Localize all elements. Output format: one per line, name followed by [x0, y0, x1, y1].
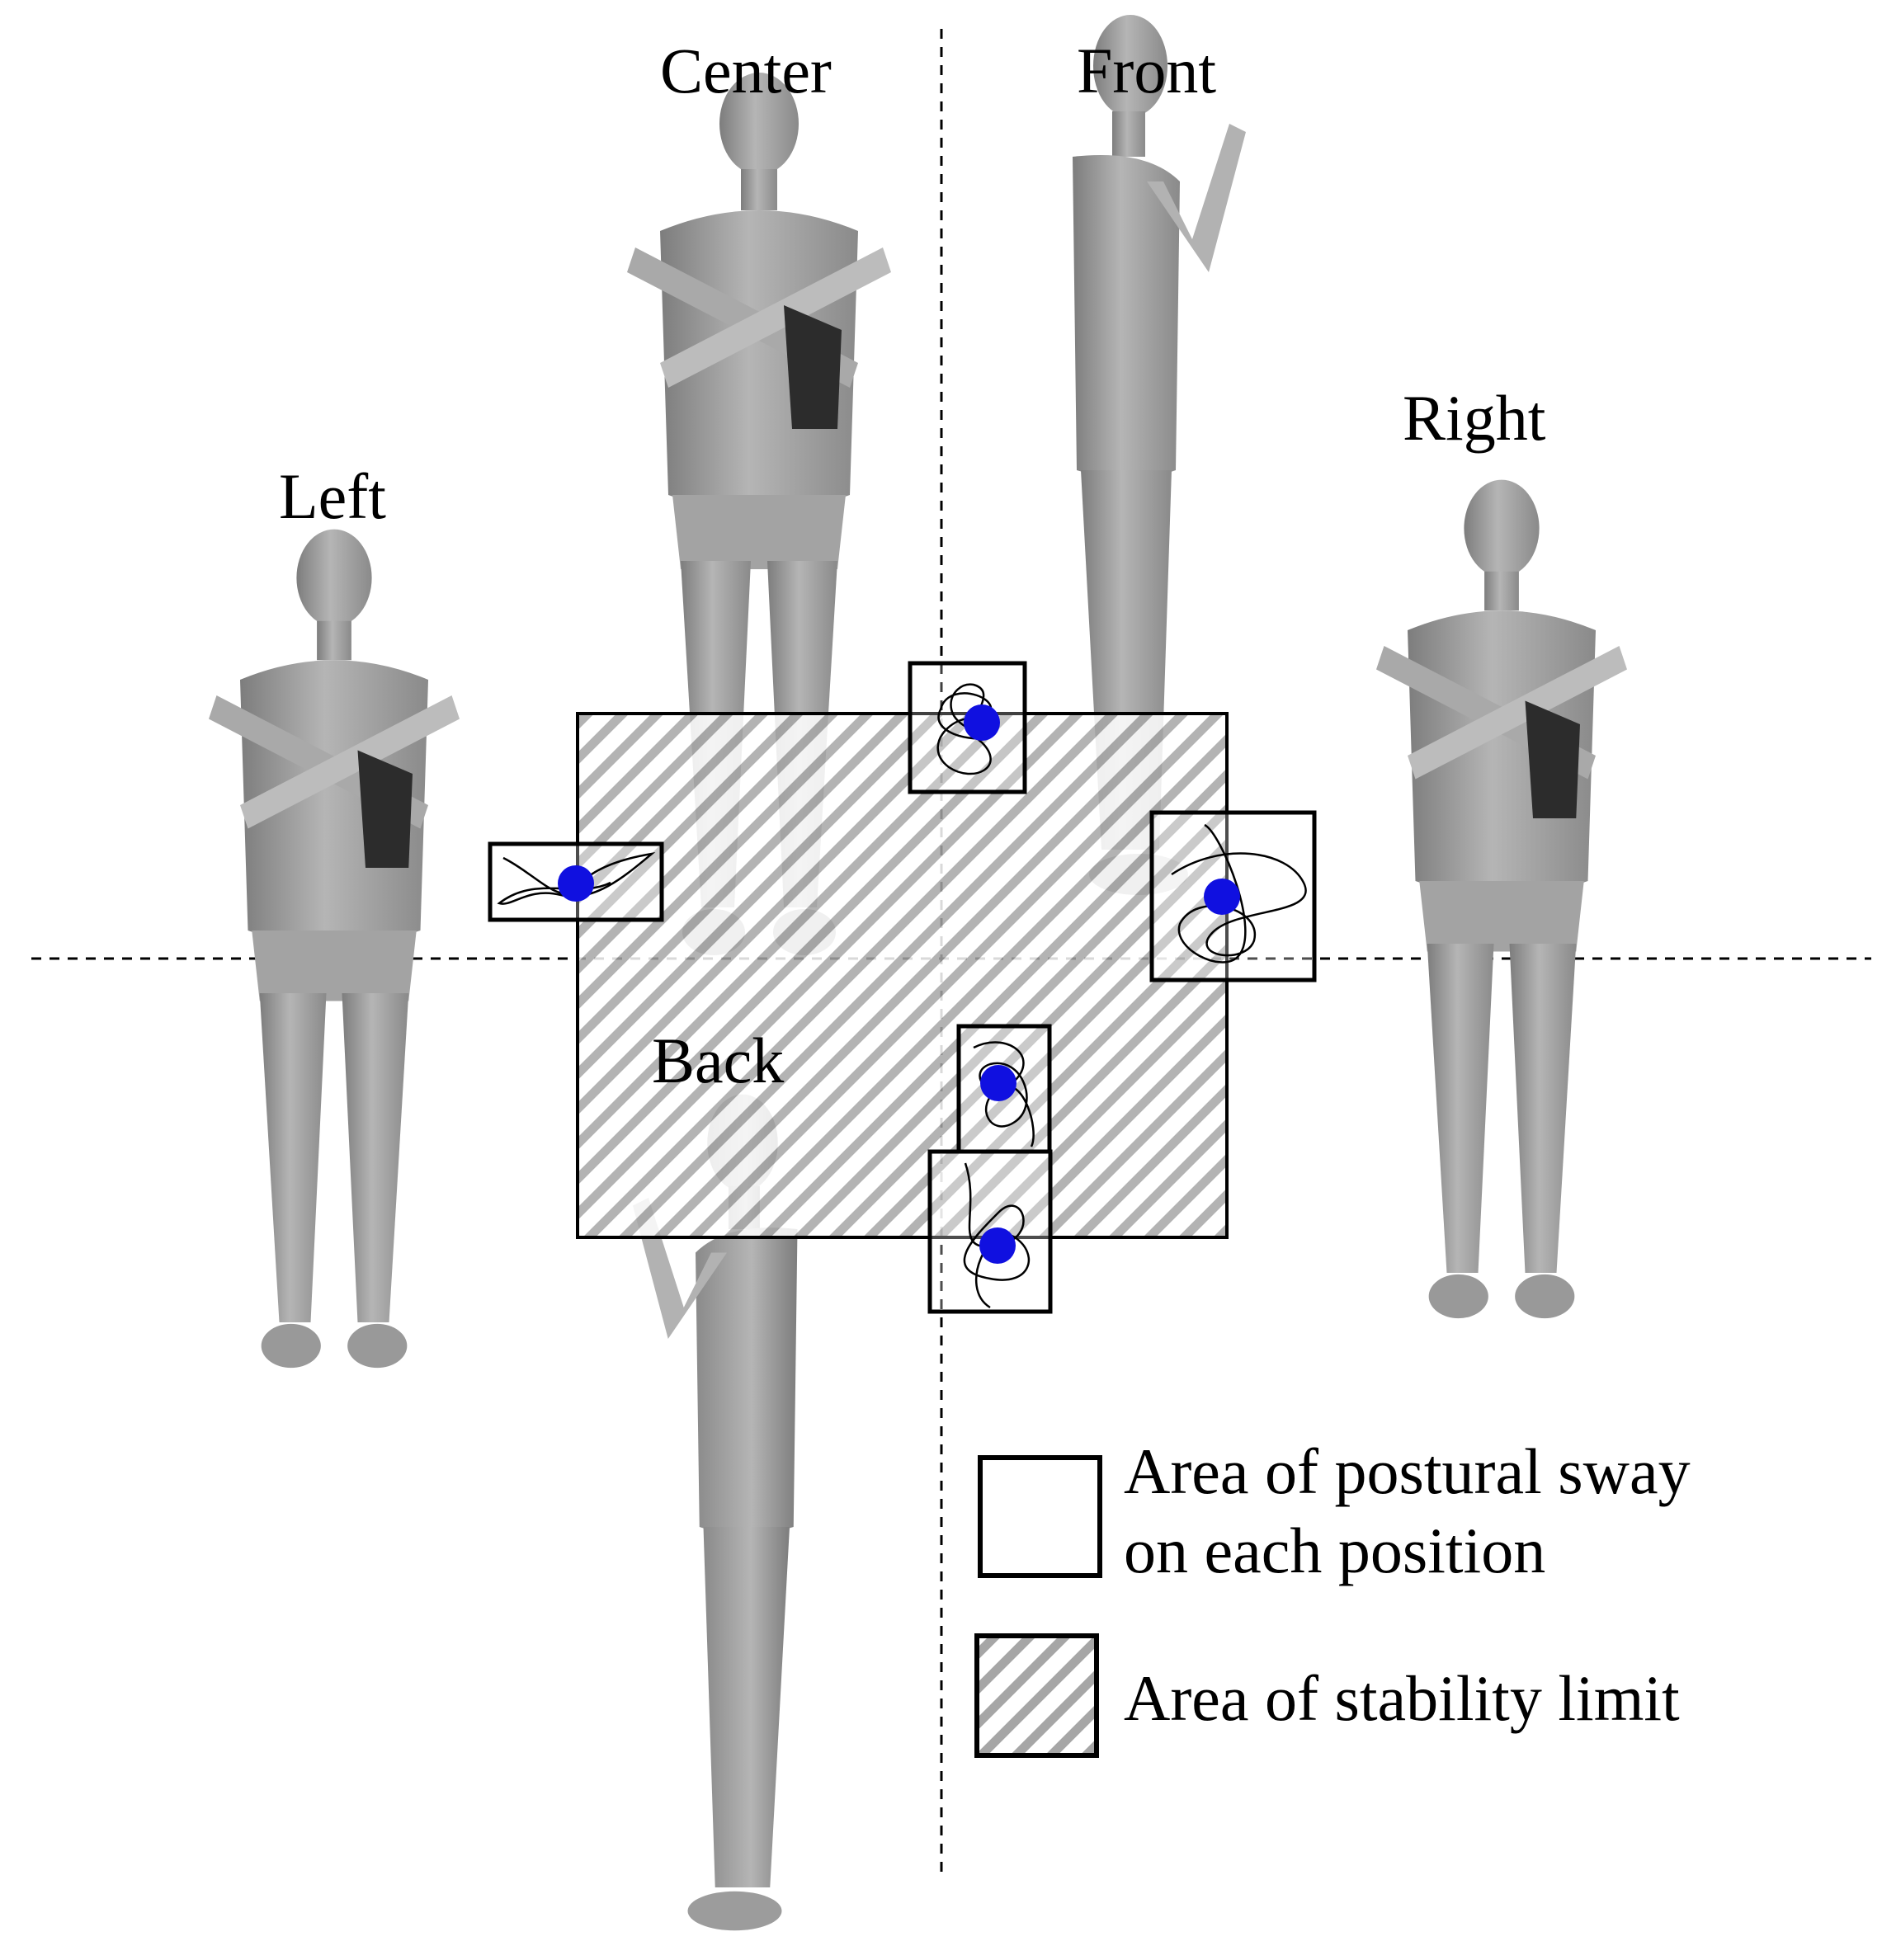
sway-box-center: [956, 1024, 1052, 1154]
left-figure: [209, 529, 460, 1369]
legend-sway-label-line1: Area of postural sway: [1124, 1435, 1691, 1507]
right-figure: [1376, 479, 1627, 1319]
label-center: Center: [660, 35, 832, 106]
legend-stability-label: Area of stability limit: [1124, 1662, 1680, 1734]
cop-marker-center: [980, 1065, 1016, 1101]
cop-marker-front: [964, 704, 1000, 741]
legend-sway-swatch: [978, 1455, 1102, 1578]
stability-limit-area: [576, 712, 1229, 1239]
sway-box-left: [488, 841, 664, 922]
legend-stability-swatch: [974, 1633, 1099, 1758]
cop-marker-back: [979, 1227, 1016, 1264]
label-right: Right: [1403, 382, 1546, 454]
sway-box-right: [1149, 810, 1317, 982]
cop-marker-right: [1204, 879, 1240, 915]
sway-box-front: [908, 661, 1027, 794]
sway-box-back: [927, 1149, 1053, 1314]
label-front: Front: [1077, 35, 1216, 106]
label-back: Back: [652, 1025, 784, 1096]
legend: Area of postural sway on each position A…: [974, 1435, 1691, 1758]
legend-sway-label-line2: on each position: [1124, 1515, 1545, 1586]
cop-marker-left: [558, 865, 594, 902]
label-left: Left: [279, 460, 386, 532]
